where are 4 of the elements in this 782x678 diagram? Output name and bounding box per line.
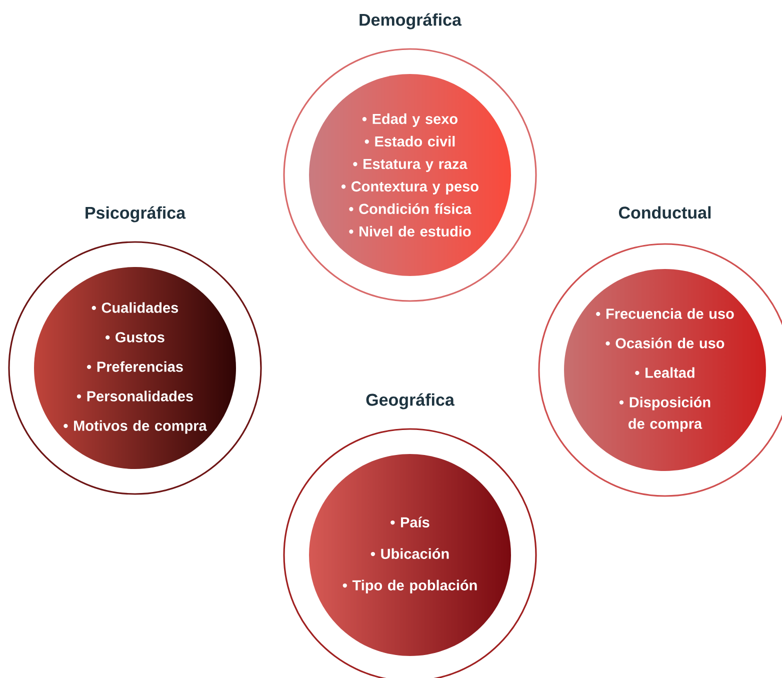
- node-label: Geográfica: [366, 393, 455, 410]
- node-label: Demográfica: [360, 13, 462, 30]
- node-label: Conductual: [618, 206, 711, 219]
- node-label: Psicográfica: [86, 206, 186, 222]
